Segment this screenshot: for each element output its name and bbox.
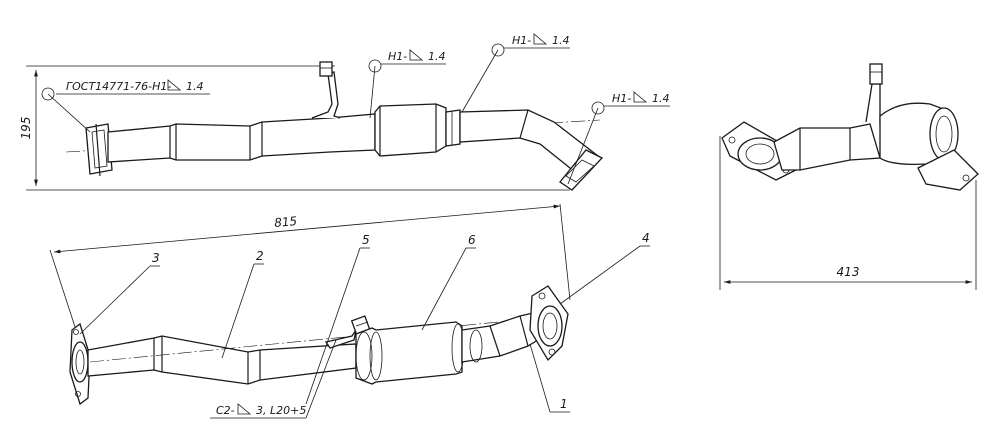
weld-callout-n1-a: Н1- 1.4 bbox=[368, 49, 446, 119]
part-number-1: 1 bbox=[560, 397, 568, 411]
weld-note-gost: ГОСТ14771-76-Н1- bbox=[66, 80, 171, 93]
part-label-1: 1 bbox=[529, 343, 570, 413]
dimension-length: 815 bbox=[49, 203, 571, 331]
weld-note-n1-a: Н1- bbox=[388, 50, 407, 63]
weld-note-n1-c: Н1- bbox=[612, 92, 631, 105]
weld-size-gost: 1.4 bbox=[186, 80, 204, 93]
weld-size-n1-c: 1.4 bbox=[652, 92, 670, 105]
side-inlet-flange bbox=[85, 123, 113, 177]
weld-size-n1-a: 1.4 bbox=[428, 50, 446, 63]
dimension-height-label: 195 bbox=[19, 117, 33, 140]
end-view: 413 bbox=[719, 63, 979, 290]
dimension-width: 413 bbox=[719, 136, 977, 290]
side-outlet-flange bbox=[559, 149, 604, 191]
part-number-6: 6 bbox=[468, 233, 476, 247]
iso-outlet-flange bbox=[529, 285, 569, 362]
part-label-5: 5 bbox=[305, 233, 370, 405]
side-view: 195 bbox=[19, 33, 670, 191]
dimension-length-label: 815 bbox=[274, 214, 298, 230]
part-number-2: 2 bbox=[256, 249, 264, 263]
iso-inlet-flange bbox=[69, 322, 91, 406]
iso-converter bbox=[355, 321, 465, 385]
iso-view: 815 bbox=[49, 203, 650, 419]
part-label-4: 4 bbox=[559, 231, 650, 305]
weld-note-n1-b: Н1- bbox=[512, 34, 531, 47]
part-number-3: 3 bbox=[152, 251, 160, 265]
weld-callout-n1-c: Н1- 1.4 bbox=[567, 91, 670, 185]
weld-size-n1-b: 1.4 bbox=[552, 34, 570, 47]
weld-callout-n1-b: Н1- 1.4 bbox=[461, 33, 570, 113]
part-label-6: 6 bbox=[421, 233, 476, 331]
weld-note-c2: С2- bbox=[216, 404, 235, 417]
side-sensor-boss bbox=[311, 61, 341, 119]
part-number-5: 5 bbox=[362, 233, 370, 247]
part-label-2: 2 bbox=[221, 249, 264, 359]
weld-callout-c2: С2- 3, L20+5 bbox=[210, 339, 337, 419]
side-converter bbox=[374, 103, 461, 157]
dimension-width-label: 413 bbox=[837, 265, 860, 279]
dimension-height: 195 bbox=[19, 65, 570, 191]
weld-size-c2: 3, L20+5 bbox=[256, 404, 306, 417]
part-number-4: 4 bbox=[642, 231, 650, 245]
weld-callout-gost: ГОСТ14771-76-Н1- 1.4 bbox=[41, 79, 210, 133]
part-label-3: 3 bbox=[79, 251, 160, 335]
